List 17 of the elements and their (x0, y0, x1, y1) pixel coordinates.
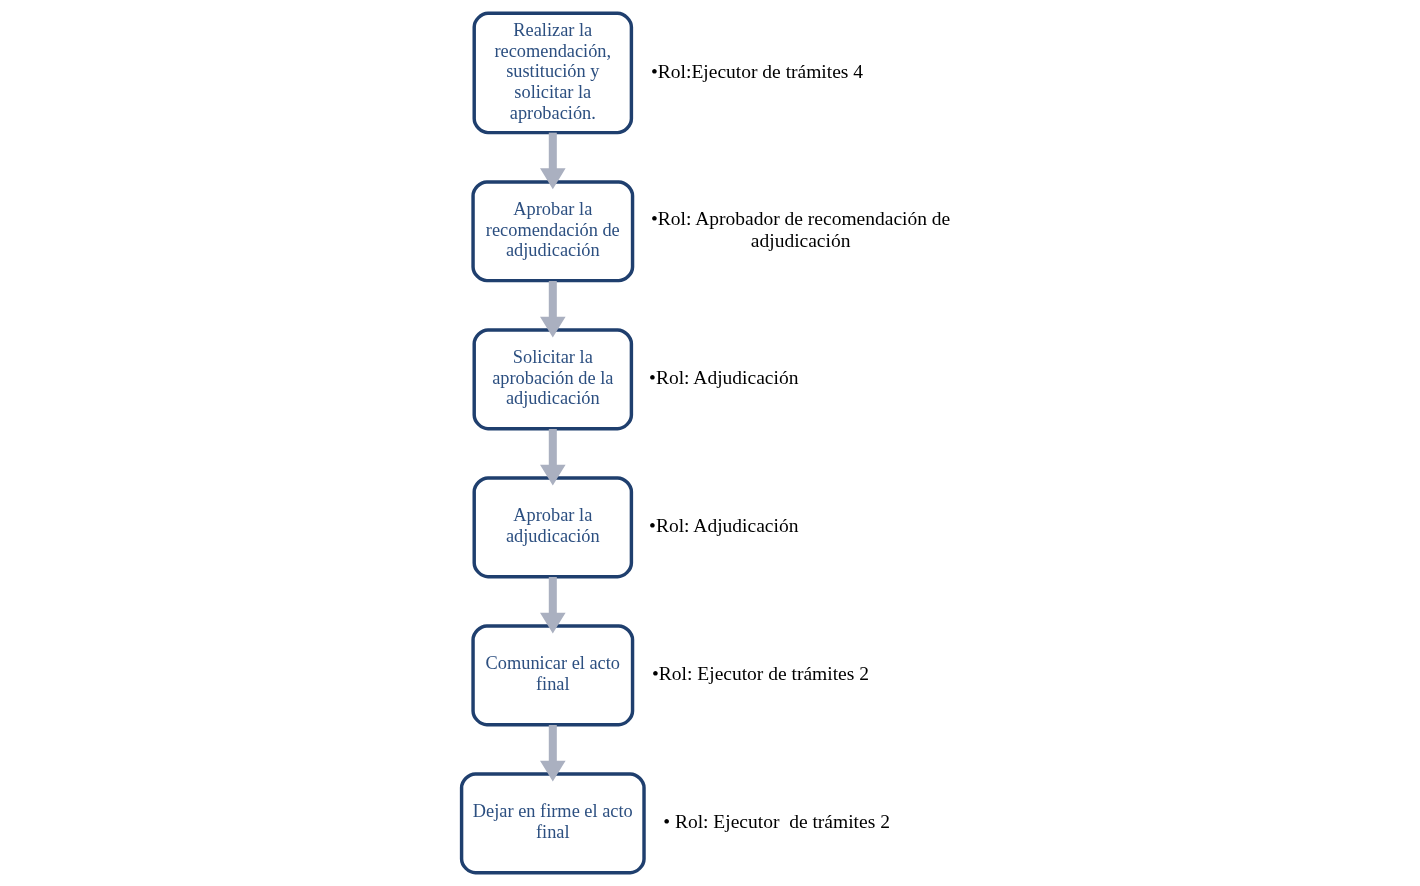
arrow (540, 281, 566, 338)
node-label: •Rol: Ejecutor de trámites 2 (652, 663, 869, 685)
arrow (540, 132, 566, 190)
node-label: •Rol:Ejecutor de trámites 4 (651, 60, 864, 82)
node-box: Aprobar la recomendación de adjudicación (471, 180, 635, 283)
node-label: •Rol: Adjudicación (649, 367, 799, 389)
node-box: Comunicar el acto final (471, 624, 635, 727)
arrow (540, 429, 566, 486)
arrow (540, 725, 566, 782)
node-box: Aprobar la adjudicación (472, 476, 634, 579)
node-box: Dejar en firme el acto final (459, 772, 646, 875)
node-label: •Rol: Adjudicación (649, 515, 799, 537)
node-label: • Rol: Ejecutor de trámites 2 (663, 811, 890, 833)
node-label: •Rol: Aprobador de recomendación de adjudicación (651, 208, 951, 251)
node-box: Realizar la recomendación, sustitución y solicitar la aprobación. (472, 11, 634, 135)
arrow (540, 577, 566, 634)
node-box: Solicitar la aprobación de la adjudicación (472, 328, 634, 431)
